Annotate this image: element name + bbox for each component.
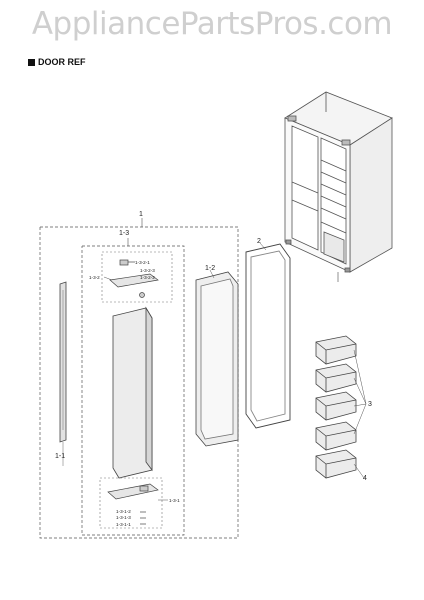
bin-leaders — [353, 349, 367, 479]
door-bins — [315, 335, 357, 479]
callout-bins: 3 — [368, 401, 372, 408]
door-bin-3 — [315, 391, 357, 421]
door-bin-1 — [315, 335, 357, 365]
site-watermark: AppliancePartsPros.com — [31, 6, 393, 42]
door-bin-5 — [315, 449, 357, 479]
callout-top-cap-b: 1-3-2-3 — [140, 268, 155, 273]
bottom-cap-part — [107, 483, 159, 525]
assembly-outline — [39, 226, 239, 539]
door-shell — [195, 271, 239, 447]
callout-door-shell: 1-2 — [205, 265, 215, 272]
door-handle — [59, 281, 67, 466]
refrigerator-cabinet — [284, 91, 393, 282]
bottom-cap-outline — [99, 477, 163, 529]
hinge-subassembly-outline — [81, 245, 185, 536]
section-bullet-icon — [28, 58, 35, 66]
door-gasket — [245, 243, 291, 429]
door-outer-panel — [112, 306, 153, 479]
callout-top-cap: 1-3-2 — [89, 275, 100, 280]
callout-assembly: 1 — [139, 211, 143, 218]
callout-bottom-cap-c: 1-3-1-1 — [116, 522, 131, 527]
callout-top-cap-a: 1-3-2-1 — [135, 260, 150, 265]
top-cap-part — [109, 259, 159, 298]
callout-bottom-bin: 4 — [363, 475, 367, 482]
callout-gasket: 2 — [257, 238, 261, 245]
callout-top-cap-c: 1-3-2-2 — [140, 275, 155, 280]
callout-hinge-bracket: 1-3 — [119, 230, 129, 237]
section-title: DOOR REF — [28, 57, 86, 67]
section-title-text: DOOR REF — [38, 57, 86, 67]
door-bin-2 — [315, 363, 357, 393]
callout-bottom-cap-b: 1-3-1-3 — [116, 515, 131, 520]
door-bin-4 — [315, 421, 357, 451]
callout-bottom-cap-a: 1-3-1-2 — [116, 509, 131, 514]
callout-handle: 1-1 — [55, 453, 65, 460]
callout-bottom-cap: 1-3-1 — [169, 498, 180, 503]
